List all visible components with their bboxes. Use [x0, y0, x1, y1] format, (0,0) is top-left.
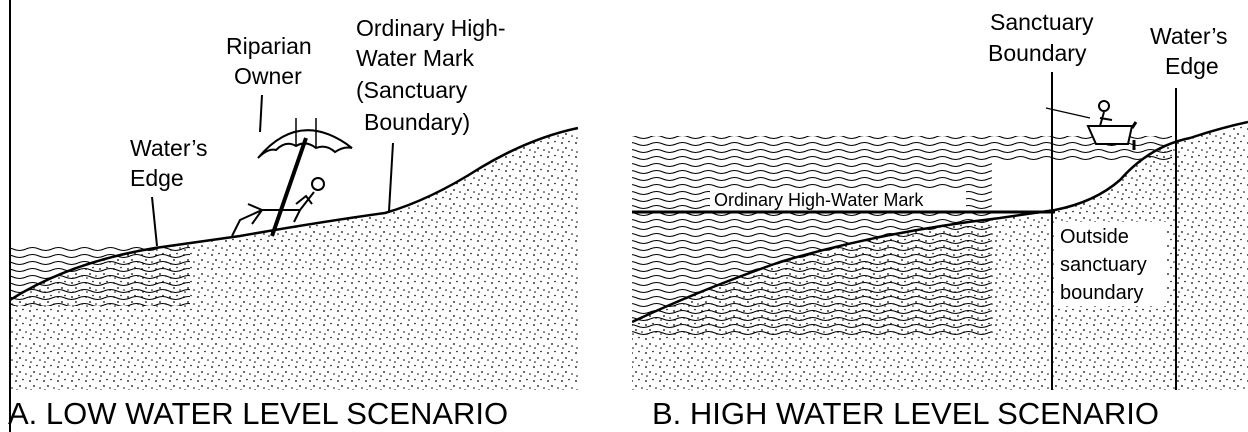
- land-area-b: [632, 122, 1248, 390]
- shoreline: [10, 126, 579, 302]
- umbrella-person-icon: [231, 118, 353, 237]
- label-outside-sanctuary: Outside sanctuary boundary: [1060, 226, 1152, 304]
- leader-riparian-owner: [259, 94, 263, 133]
- boat-fisherman-icon: [1045, 100, 1138, 150]
- label-riparian-owner: Riparian Owner: [226, 33, 318, 89]
- label-ohwm-a: Ordinary High- Water Mark (Sanctuary Bou…: [356, 15, 512, 135]
- panel-a: [10, 126, 579, 390]
- caption-b: B. HIGH WATER LEVEL SCENARIO: [652, 396, 1159, 431]
- leader-ohwm-a: [388, 142, 394, 212]
- label-sanctuary-boundary: Sanctuary Boundary: [988, 9, 1100, 66]
- shoreline-b: [632, 120, 1248, 324]
- label-waters-edge-b: Water’s Edge: [1150, 23, 1234, 79]
- panel-b: [632, 120, 1248, 390]
- water-area-b-right: [992, 136, 1172, 162]
- label-ohwm-line-b: Ordinary High-Water Mark: [714, 190, 924, 210]
- label-waters-edge-a: Water’s Edge: [130, 135, 214, 191]
- caption-a: A. LOW WATER LEVEL SCENARIO: [8, 396, 508, 431]
- leader-waters-edge-a: [151, 196, 158, 247]
